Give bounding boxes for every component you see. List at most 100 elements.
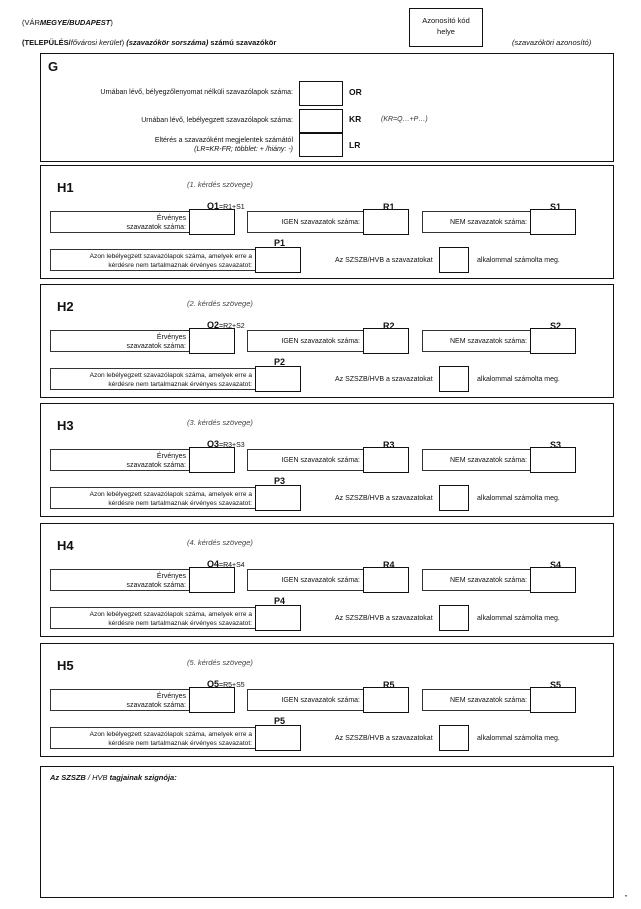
no-label: NEM szavazatok száma: [449, 219, 527, 226]
no-label-box: NEM szavazatok száma: [422, 211, 531, 233]
valid-label-1: Érvényes [156, 693, 186, 700]
no-votes-input[interactable] [530, 209, 576, 235]
count-times-input[interactable] [439, 725, 469, 751]
yes-code: R3 [383, 440, 395, 450]
invalid-votes-input[interactable] [255, 485, 301, 511]
section-title: H2 [57, 299, 74, 314]
count-times-input[interactable] [439, 605, 469, 631]
counted-label: Az SZSZB/HVB a szavazatokat [335, 257, 433, 264]
no-label-box: NEM szavazatok száma: [422, 569, 531, 591]
invalid-label-2: kérdésre nem tartalmaznak érvényes szava… [108, 620, 252, 627]
invalid-label-2: kérdésre nem tartalmaznak érvényes szava… [108, 262, 252, 269]
valid-label-1: Érvényes [156, 573, 186, 580]
valid-code-label: Q2=R2+S2 [207, 320, 245, 330]
invalid-label-box: Azon lebélyegzett szavazólapok száma, am… [50, 607, 256, 629]
g-or-code: OR [349, 87, 362, 97]
no-label: NEM szavazatok száma: [449, 577, 527, 584]
valid-votes-input[interactable] [189, 328, 235, 354]
valid-votes-input[interactable] [189, 567, 235, 593]
count-times-input[interactable] [439, 366, 469, 392]
yes-label: IGEN szavazatok száma: [281, 219, 360, 226]
signature-box[interactable]: Az SZSZB / HVB tagjainak szignója: [40, 766, 614, 898]
invalid-code: P3 [274, 476, 286, 486]
no-votes-input[interactable] [530, 567, 576, 593]
valid-votes-input[interactable] [189, 209, 235, 235]
no-code: S2 [550, 321, 562, 331]
invalid-label-2: kérdésre nem tartalmaznak érvényes szava… [108, 381, 252, 388]
invalid-votes-input[interactable] [255, 725, 301, 751]
invalid-label-1: Azon lebélyegzett szavazólapok száma, am… [89, 253, 252, 260]
settlement-mid: ) [121, 38, 127, 47]
section-g-title: G [48, 59, 59, 74]
g-kr-label: Urnában lévő, lebélyegzett szavazólapok … [141, 117, 293, 124]
yes-votes-input[interactable] [363, 447, 409, 473]
question-text: (2. kérdés szövege) [187, 299, 253, 308]
counted-label: Az SZSZB/HVB a szavazatokat [335, 376, 433, 383]
valid-code-label: Q5=R5+S5 [207, 679, 245, 689]
yes-label-box: IGEN szavazatok száma: [247, 211, 364, 233]
times-label: alkalommal számolta meg. [477, 257, 560, 264]
id-code-box[interactable]: Azonosító kód helye [409, 8, 483, 47]
district-italic: fővárosi kerület [70, 38, 122, 47]
section-h5: H5 (5. kérdés szövege) Q5=R5+S5 R5 S5 Ér… [40, 643, 614, 757]
station-suffix: számú szavazókör [208, 38, 277, 47]
yes-votes-input[interactable] [363, 209, 409, 235]
no-votes-input[interactable] [530, 447, 576, 473]
valid-label-2: szavazatok száma: [126, 343, 186, 350]
settlement-line: (TELEPÜLÉS/fővárosi kerület) (szavazókör… [22, 38, 276, 47]
valid-label-box: Érvényes szavazatok száma: [50, 689, 190, 711]
valid-code-label: Q1=R1+S1 [207, 201, 245, 211]
county-suffix: ) [110, 18, 113, 27]
invalid-votes-input[interactable] [255, 366, 301, 392]
no-code: S5 [550, 680, 562, 690]
yes-votes-input[interactable] [363, 328, 409, 354]
signature-label-part2: / HVB [85, 773, 110, 782]
yes-code: R5 [383, 680, 395, 690]
invalid-code: P5 [274, 716, 286, 726]
yes-label-box: IGEN szavazatok száma: [247, 569, 364, 591]
question-text: (5. kérdés szövege) [187, 658, 253, 667]
section-h2: H2 (2. kérdés szövege) Q2=R2+S2 R2 S2 Ér… [40, 284, 614, 398]
yes-label: IGEN szavazatok száma: [281, 457, 360, 464]
yes-label-box: IGEN szavazatok száma: [247, 689, 364, 711]
yes-label: IGEN szavazatok száma: [281, 697, 360, 704]
yes-code: R1 [383, 202, 395, 212]
yes-votes-input[interactable] [363, 567, 409, 593]
valid-votes-input[interactable] [189, 447, 235, 473]
yes-votes-input[interactable] [363, 687, 409, 713]
no-label: NEM szavazatok száma: [449, 697, 527, 704]
invalid-code: P4 [274, 596, 286, 606]
valid-votes-input[interactable] [189, 687, 235, 713]
count-times-input[interactable] [439, 485, 469, 511]
invalid-label-2: kérdésre nem tartalmaznak érvényes szava… [108, 740, 252, 747]
invalid-votes-input[interactable] [255, 247, 301, 273]
county-prefix: (VÁR [22, 18, 40, 27]
no-votes-input[interactable] [530, 328, 576, 354]
valid-code-label: Q4=R4+S4 [207, 559, 245, 569]
valid-label-2: szavazatok száma: [126, 702, 186, 709]
no-label: NEM szavazatok száma: [449, 457, 527, 464]
yes-code: R4 [383, 560, 395, 570]
invalid-votes-input[interactable] [255, 605, 301, 631]
valid-label-box: Érvényes szavazatok száma: [50, 449, 190, 471]
no-label-box: NEM szavazatok száma: [422, 330, 531, 352]
counted-label: Az SZSZB/HVB a szavazatokat [335, 495, 433, 502]
yes-label: IGEN szavazatok száma: [281, 577, 360, 584]
section-g: G Urnában lévő, bélyegzőlenyomat nélküli… [40, 53, 614, 162]
counted-label: Az SZSZB/HVB a szavazatokat [335, 615, 433, 622]
no-votes-input[interactable] [530, 687, 576, 713]
county-line: (VÁRMEGYE/BUDAPEST) [22, 18, 113, 27]
question-text: (4. kérdés szövege) [187, 538, 253, 547]
count-times-input[interactable] [439, 247, 469, 273]
times-label: alkalommal számolta meg. [477, 495, 560, 502]
no-label: NEM szavazatok száma: [449, 338, 527, 345]
valid-label-box: Érvényes szavazatok száma: [50, 211, 190, 233]
invalid-label-1: Azon lebélyegzett szavazólapok száma, am… [89, 611, 252, 618]
g-kr-input[interactable] [299, 109, 343, 133]
g-lr-input[interactable] [299, 133, 343, 157]
section-title: H5 [57, 658, 74, 673]
valid-label-box: Érvényes szavazatok száma: [50, 569, 190, 591]
settlement-bold: (TELEPÜLÉS/ [22, 38, 71, 47]
valid-label-2: szavazatok száma: [126, 582, 186, 589]
g-or-input[interactable] [299, 81, 343, 106]
